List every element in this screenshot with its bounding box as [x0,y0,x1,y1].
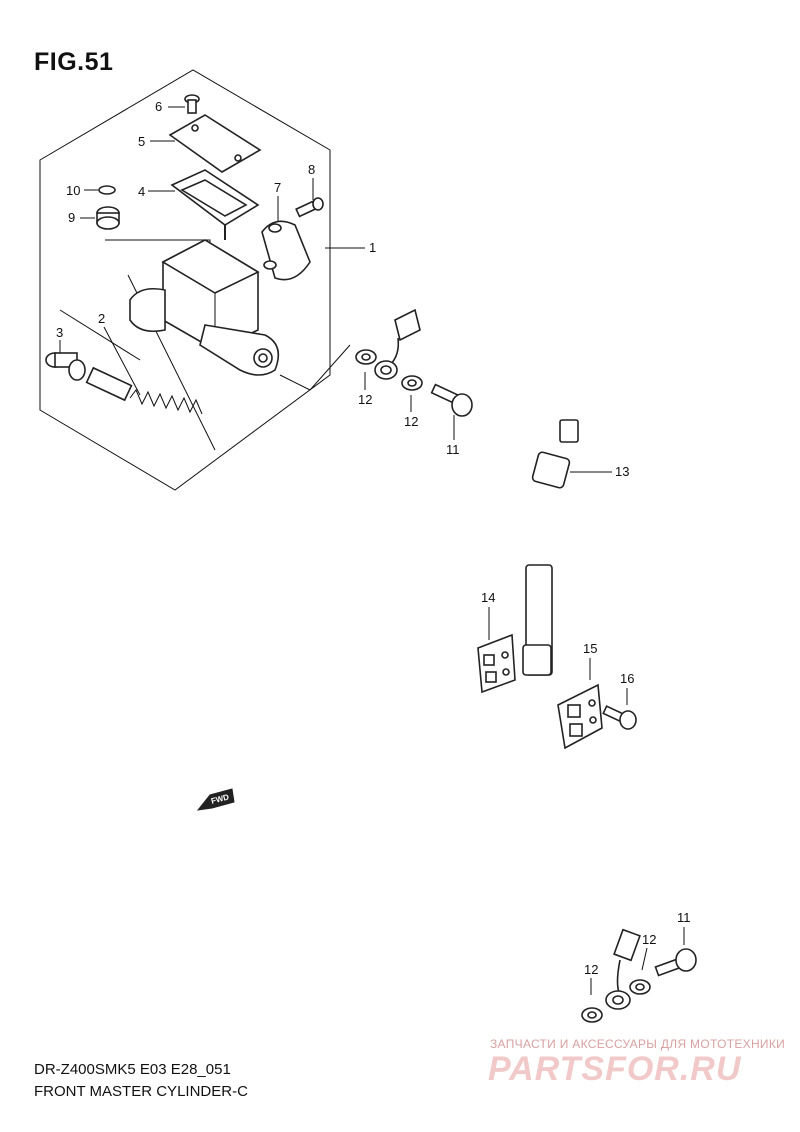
assembly-outline [39,69,331,491]
callout-3: 3 [56,325,63,340]
callout-12d: 12 [584,962,598,977]
banjo-bolt-parts [430,383,697,977]
callout-6: 6 [155,99,162,114]
bushing-part [96,206,120,230]
callout-12b: 12 [404,414,418,429]
hose-bracket-part [557,683,603,750]
piston-spring-part [85,366,203,415]
callout-5: 5 [138,134,145,149]
callout-14: 14 [481,590,495,605]
callout-1: 1 [369,240,376,255]
callout-15: 15 [583,641,597,656]
washer-parts [355,349,651,1023]
callout-11b: 11 [677,910,691,925]
forward-arrow-icon: FWD [196,788,235,811]
master-cylinder-body [129,239,280,376]
brake-hose-part [374,248,641,1010]
callout-13: 13 [615,464,629,479]
callout-4: 4 [138,184,145,199]
callout-12a: 12 [358,392,372,407]
watermark-logo: PARTSFOR.RU [488,1050,742,1088]
callout-8: 8 [308,162,315,177]
callout-16: 16 [620,671,634,686]
callout-11a: 11 [446,442,460,457]
hose-guide-part [477,633,516,694]
figure-title: FIG.51 [34,48,114,76]
callout-7: 7 [274,180,281,195]
callout-10: 10 [66,183,80,198]
callout-12c: 12 [642,932,656,947]
piston-cup-part [45,352,86,381]
ring-part [98,185,116,195]
callout-numbers: 6 5 4 10 9 7 8 1 3 2 12 12 11 13 14 15 1… [56,99,691,977]
callout-9: 9 [68,210,75,225]
watermark-tagline: ЗАПЧАСТИ И АКСЕССУАРЫ ДЛЯ МОТОТЕХНИКИ [490,1037,786,1051]
bolt-part [295,197,324,218]
clamp-part [261,220,311,281]
reservoir-cap-part [168,114,262,173]
bracket-bolt-part [602,705,637,730]
diaphragm-part [170,169,260,240]
model-code: DR-Z400SMK5 E03 E28_051 [34,1061,231,1078]
callout-2: 2 [98,311,105,326]
screw-part [184,94,200,114]
figure-caption: FRONT MASTER CYLINDER-C [34,1083,248,1100]
